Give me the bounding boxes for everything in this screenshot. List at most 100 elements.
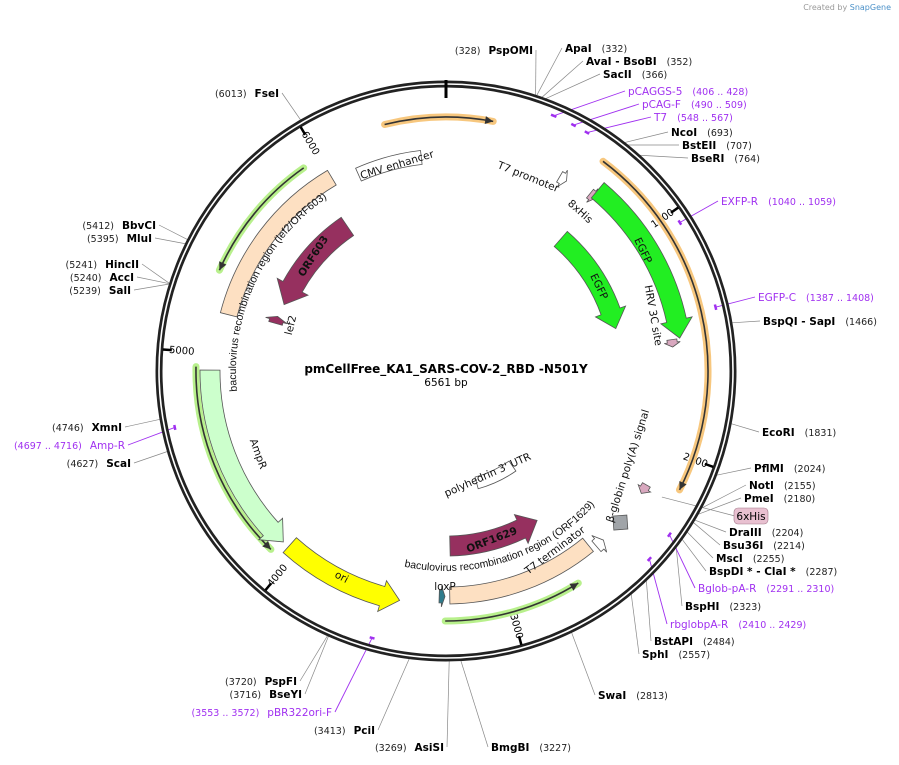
orf-arrowhead <box>262 540 271 550</box>
restriction-site[interactable]: BspQI - SapI(1466) <box>763 316 877 328</box>
feature-cmv-enhancer[interactable] <box>355 150 423 182</box>
6xhis-label-box[interactable] <box>733 507 769 525</box>
orf-line <box>195 366 272 550</box>
site-leader <box>446 660 450 748</box>
primer-mark <box>666 531 672 538</box>
feature-ampr[interactable] <box>199 369 284 543</box>
restriction-site[interactable]: DraIII(2204) <box>729 527 803 539</box>
feature-8xhis[interactable] <box>585 188 599 203</box>
feature-baculovirus-recombination-region-orf1629[interactable] <box>449 537 594 605</box>
site-leader <box>693 522 721 546</box>
restriction-site[interactable]: NcoI(693) <box>671 127 733 139</box>
site-name: AvaI - BsoBI <box>586 56 657 68</box>
restriction-site[interactable]: (4627)ScaI <box>67 458 131 470</box>
restriction-site[interactable]: BspDI * - ClaI *(2287) <box>709 566 837 578</box>
restriction-site[interactable]: (5239)SalI <box>69 285 131 297</box>
misc-feature[interactable] <box>612 514 629 531</box>
restriction-site[interactable]: (5240)AccI <box>70 272 134 284</box>
restriction-site[interactable]: BseRI(764) <box>691 153 760 165</box>
restriction-site[interactable]: ApaI(332) <box>565 43 627 55</box>
site-position: (4627) <box>67 459 99 470</box>
restriction-site[interactable]: BstAPI(2484) <box>654 636 735 648</box>
restriction-site[interactable]: MscI(2255) <box>716 553 784 565</box>
restriction-site[interactable]: (328)PspOMI <box>455 45 533 57</box>
feature-lef2[interactable] <box>265 315 288 326</box>
primer[interactable]: rbglobpA-R(2410 .. 2429) <box>670 619 806 631</box>
primer-mark <box>677 219 683 226</box>
restriction-site[interactable]: (3413)PciI <box>314 725 375 737</box>
site-name: MluI <box>127 233 152 245</box>
site-name: BbvCI <box>122 220 156 232</box>
feature-t7-terminator[interactable] <box>591 535 608 553</box>
primer-range: (490 .. 509) <box>691 100 747 111</box>
site-leader <box>681 539 707 572</box>
feature-egfp[interactable] <box>590 182 693 339</box>
primer[interactable]: (4697 .. 4716)Amp-R <box>14 440 125 452</box>
primer-mark <box>584 130 590 135</box>
restriction-site[interactable]: (3720)PspFI <box>225 676 297 688</box>
site-position: (2155) <box>784 481 816 492</box>
primer-name: Bglob-pA-R <box>698 583 756 595</box>
restriction-site[interactable]: EcoRI(1831) <box>762 427 836 439</box>
feature--globin-poly-a-signal[interactable] <box>637 482 652 494</box>
primer-mark <box>713 304 718 311</box>
restriction-site[interactable]: NotI(2155) <box>749 480 816 492</box>
feature-polyhedrin-3-utr[interactable] <box>474 460 517 490</box>
restriction-site[interactable]: SwaI(2813) <box>598 690 668 702</box>
feature-t7-promoter[interactable] <box>556 169 568 188</box>
site-name: DraIII <box>729 527 762 539</box>
site-position: (3716) <box>230 690 262 701</box>
site-position: (352) <box>667 57 693 68</box>
feature-ori[interactable] <box>282 537 401 613</box>
restriction-site[interactable]: SphI(2557) <box>642 649 710 661</box>
site-name: MscI <box>716 553 743 565</box>
site-position: (5239) <box>69 286 101 297</box>
site-leader <box>630 594 640 655</box>
site-name: PmeI <box>744 493 774 505</box>
site-position: (4746) <box>52 423 84 434</box>
restriction-site[interactable]: AvaI - BsoBI (352) <box>586 56 692 68</box>
restriction-site[interactable]: PmeI(2180) <box>744 493 815 505</box>
primer[interactable]: pCAG-F (490 .. 509) <box>642 99 747 111</box>
site-position: (366) <box>642 70 668 81</box>
primer[interactable]: EXFP-R(1040 .. 1059) <box>721 196 836 208</box>
site-leader <box>377 658 410 731</box>
primer[interactable]: (3553 .. 3572)pBR322ori-F <box>191 707 332 719</box>
orf-arrowhead <box>219 261 227 271</box>
site-name: NcoI <box>671 127 697 139</box>
primer[interactable]: EGFP-C(1387 .. 1408) <box>758 292 874 304</box>
site-position: (2287) <box>806 567 838 578</box>
site-leader <box>141 263 170 284</box>
feature-loxp[interactable] <box>438 585 446 608</box>
restriction-site[interactable]: Bsu36I(2214) <box>723 540 805 552</box>
feature-orf603[interactable] <box>276 216 355 306</box>
restriction-site[interactable]: PflMI(2024) <box>754 463 825 475</box>
site-name: PciI <box>354 725 375 737</box>
restriction-site[interactable]: (6013)FseI <box>215 88 279 100</box>
primer-mark <box>173 424 177 431</box>
primer-mark <box>550 113 557 119</box>
primer[interactable]: T7(548 .. 567) <box>653 112 733 124</box>
restriction-site[interactable]: BstEII(707) <box>682 140 752 152</box>
feature-baculovirus-recombination-region-lef2-orf603[interactable] <box>219 169 337 318</box>
restriction-site[interactable]: (3269)AsiSI <box>375 742 444 754</box>
feature-egfp[interactable] <box>553 230 627 330</box>
primer[interactable]: Bglob-pA-R(2291 .. 2310) <box>698 583 834 595</box>
feature-hrv-3c-site[interactable] <box>664 338 681 348</box>
site-position: (2024) <box>794 464 826 475</box>
feature-label: T7 promoter <box>495 159 561 195</box>
restriction-site[interactable]: (4746)XmnI <box>52 422 122 434</box>
site-leader <box>124 418 161 428</box>
restriction-site[interactable]: (5395)MluI <box>87 233 152 245</box>
restriction-site[interactable]: (3716)BseYI <box>230 689 302 701</box>
restriction-site[interactable]: SacII(366) <box>603 69 667 81</box>
restriction-site[interactable]: (5412)BbvCI <box>82 220 156 232</box>
restriction-site[interactable]: (5241)HincII <box>66 259 140 271</box>
site-leader <box>694 519 727 533</box>
primer-name: pCAG-F <box>642 99 681 111</box>
primer[interactable]: pCAGGS-5(406 .. 428) <box>628 86 748 98</box>
restriction-site[interactable]: BspHI(2323) <box>685 601 761 613</box>
restriction-site[interactable]: BmgBI(3227) <box>491 742 571 754</box>
site-leader <box>545 73 601 99</box>
feature-orf1629[interactable] <box>449 514 538 557</box>
